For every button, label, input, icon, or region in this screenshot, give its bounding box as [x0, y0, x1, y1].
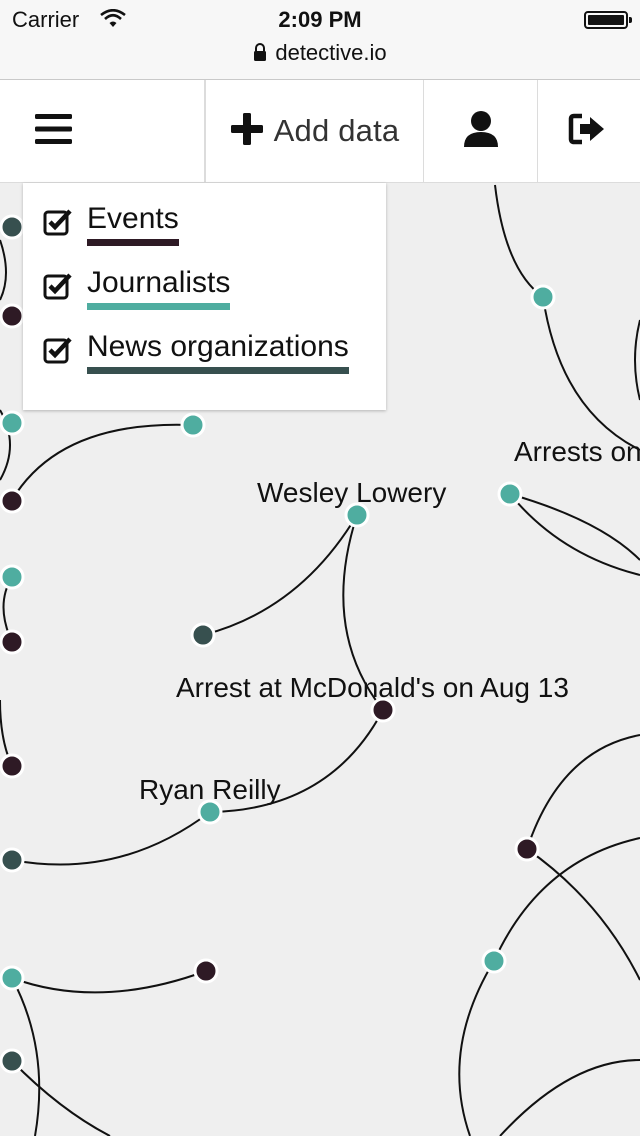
graph-node-event[interactable]	[193, 958, 219, 984]
logout-button[interactable]	[538, 80, 640, 182]
graph-edge	[494, 184, 544, 298]
user-icon	[463, 110, 499, 153]
graph-node-journalist[interactable]	[497, 481, 523, 507]
graph-node-journalist[interactable]	[0, 564, 25, 590]
graph-node-journalist[interactable]	[344, 502, 370, 528]
graph-edge	[11, 423, 193, 501]
graph-edge	[509, 493, 640, 561]
graph-node-organization[interactable]	[0, 214, 25, 240]
checkbox-checked-icon[interactable]	[43, 336, 73, 369]
graph-node-journalist[interactable]	[180, 412, 206, 438]
graph-edge	[342, 514, 384, 711]
legend-label-journalists: Journalists	[87, 266, 231, 299]
node-label-wesley-lowery: Wesley Lowery	[257, 477, 446, 508]
graph-node-journalist[interactable]	[197, 799, 223, 825]
menu-icon	[35, 113, 73, 150]
node-label-ryan-reilly: Ryan Reilly	[139, 774, 281, 805]
graph-node-organization[interactable]	[0, 847, 25, 873]
legend-item-journalists[interactable]: Journalists	[43, 266, 231, 310]
graph-edge	[11, 970, 207, 994]
status-bar: Carrier 2:09 PM detective.io	[0, 0, 640, 80]
checkbox-checked-icon[interactable]	[43, 208, 73, 241]
plus-icon	[230, 112, 264, 151]
legend-label-events: Events	[87, 202, 179, 235]
app-toolbar: Add data	[0, 80, 640, 183]
graph-node-event[interactable]	[0, 629, 25, 655]
graph-edge	[0, 239, 7, 301]
graph-edge	[209, 709, 384, 813]
graph-node-event[interactable]	[370, 697, 396, 723]
graph-edge	[493, 837, 640, 962]
graph-node-journalist[interactable]	[481, 948, 507, 974]
graph-edge	[509, 493, 640, 576]
menu-button[interactable]	[0, 80, 205, 182]
node-label-arrests: Arrests on	[514, 436, 640, 467]
graph-edge	[499, 1059, 640, 1136]
legend-item-news-organizations[interactable]: News organizations	[43, 330, 349, 374]
graph-edge	[542, 296, 640, 451]
graph-edge	[11, 977, 41, 1136]
graph-edge	[11, 811, 211, 866]
node-label-arrest-mcdonalds: Arrest at McDonald's on Aug 13	[176, 672, 569, 703]
graph-node-event[interactable]	[0, 303, 25, 329]
legend-swatch-journalists	[87, 303, 231, 310]
lock-icon	[253, 41, 267, 67]
address-bar[interactable]: detective.io	[0, 40, 640, 67]
wifi-icon	[100, 8, 126, 34]
graph-node-event[interactable]	[514, 836, 540, 862]
graph-edge	[11, 1060, 111, 1136]
graph-node-event[interactable]	[0, 488, 25, 514]
url-text: detective.io	[275, 40, 387, 65]
graph-edge	[634, 319, 640, 401]
graph-node-organization[interactable]	[0, 1048, 25, 1074]
graph-edge	[202, 514, 358, 636]
graph-edge	[458, 960, 495, 1136]
graph-edge	[526, 848, 640, 981]
graph-node-journalist[interactable]	[0, 410, 25, 436]
network-graph[interactable]: Wesley Lowery Arrest at McDonald's on Au…	[0, 183, 640, 1136]
graph-node-organization[interactable]	[190, 622, 216, 648]
graph-node-journalist[interactable]	[530, 284, 556, 310]
logout-icon	[568, 113, 608, 150]
graph-edge	[526, 734, 640, 850]
legend-item-events[interactable]: Events	[43, 202, 179, 246]
graph-node-journalist[interactable]	[0, 965, 25, 991]
legend-swatch-events	[87, 239, 179, 246]
carrier-label: Carrier	[12, 7, 80, 32]
user-button[interactable]	[424, 80, 538, 182]
graph-node-event[interactable]	[0, 753, 25, 779]
battery-icon	[584, 11, 632, 29]
checkbox-checked-icon[interactable]	[43, 272, 73, 305]
add-data-button[interactable]: Add data	[205, 80, 424, 182]
legend-swatch-news-organizations	[87, 367, 349, 374]
legend-dropdown: Events Journalists News organizations	[23, 183, 386, 410]
legend-label-news-organizations: News organizations	[87, 330, 349, 363]
add-data-label: Add data	[273, 113, 400, 148]
clock: 2:09 PM	[278, 7, 362, 32]
